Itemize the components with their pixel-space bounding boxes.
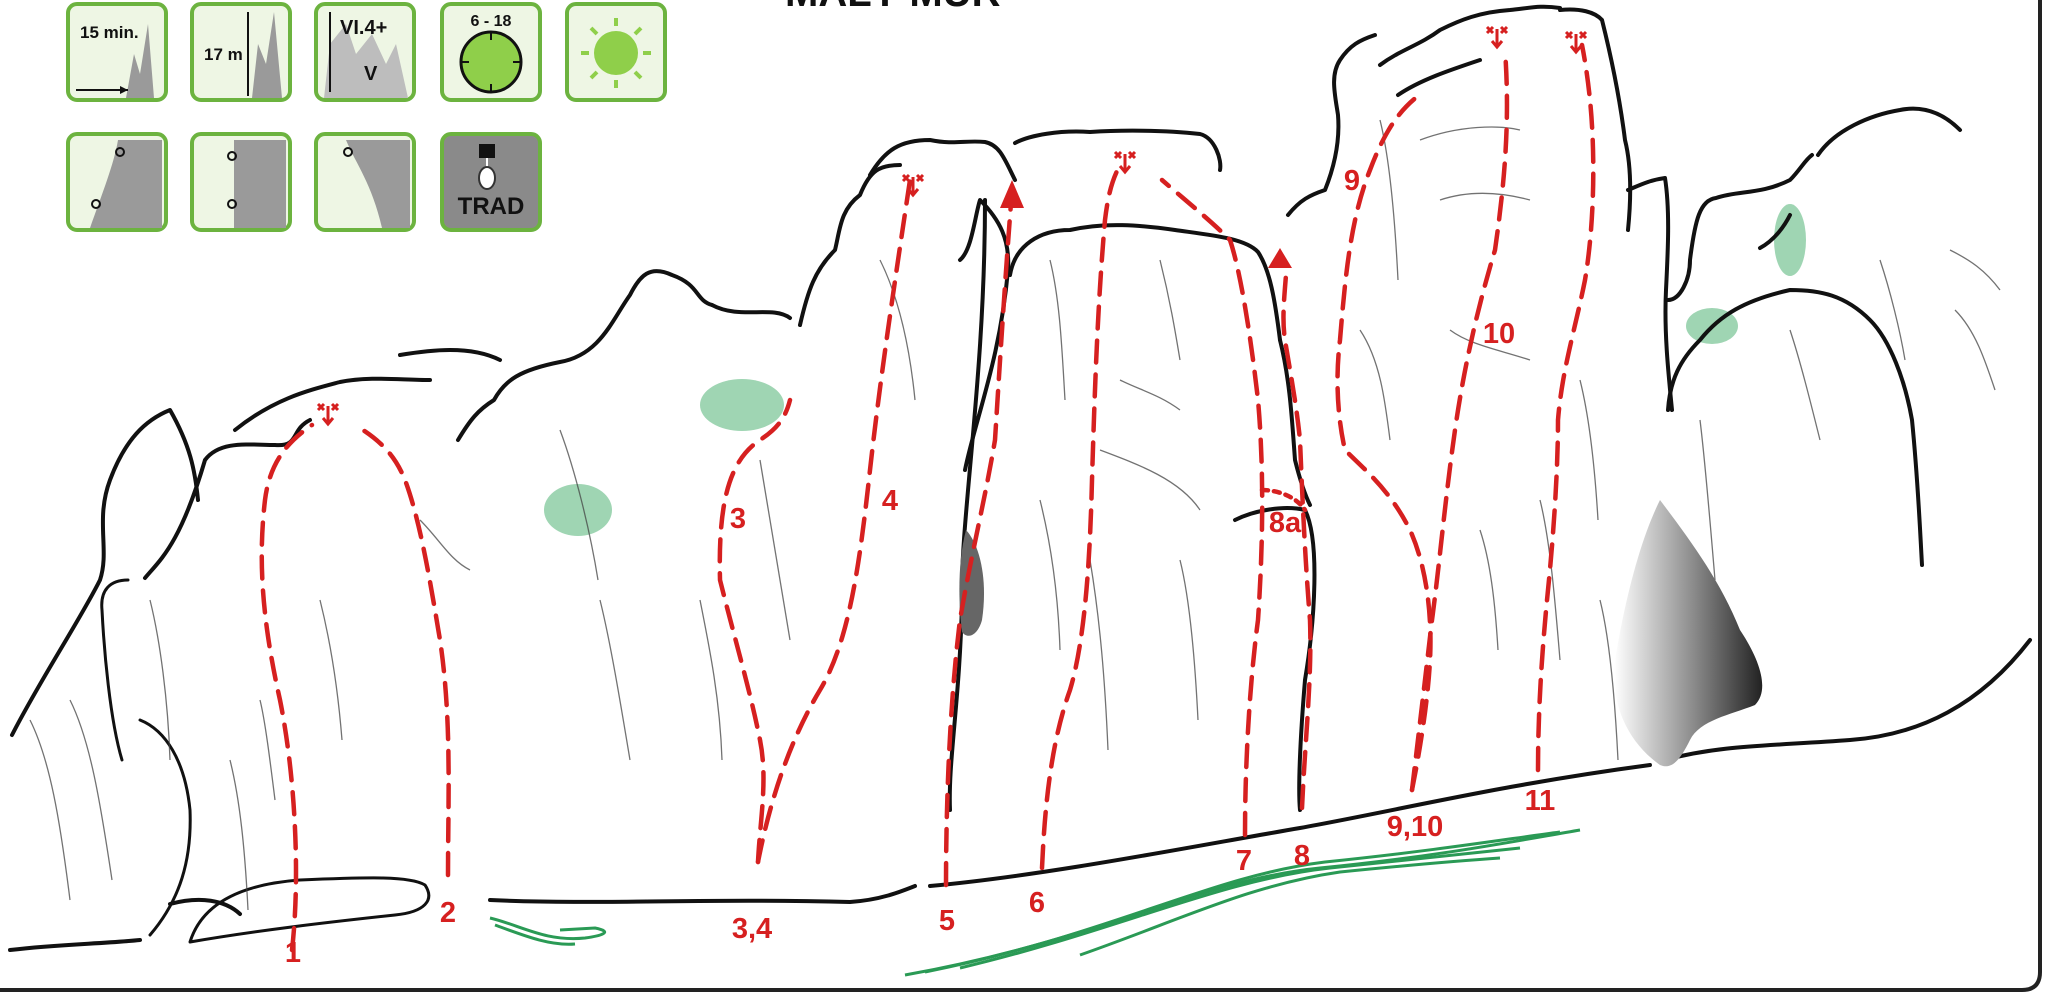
route-label-3-4: 3,4 (732, 913, 772, 945)
rock-texture (30, 120, 2000, 910)
route-label-7: 7 (1236, 845, 1252, 877)
topout-arrow-icon (1000, 180, 1024, 208)
ground-line (490, 886, 915, 902)
route-label-8a: 8a (1269, 507, 1302, 539)
rock-outlines (10, 7, 2030, 950)
route-2-line (355, 425, 449, 875)
topout-arrow-icon (1268, 248, 1292, 268)
route-label-2: 2 (440, 897, 456, 929)
anchor-icon (1115, 152, 1135, 172)
right-tower-crest (1398, 60, 1480, 95)
overhang-profile-icon (68, 134, 166, 230)
crag-title: MALÝ MŮR (785, 0, 1001, 15)
route-label-1: 1 (285, 937, 301, 969)
ridge-outline-2 (712, 305, 790, 318)
route-label-10: 10 (1483, 318, 1515, 350)
far-right-pillar-2 (1818, 109, 1960, 155)
approach-time-text: 15 min. (80, 23, 139, 42)
route-8-line (1283, 275, 1310, 808)
route-10-line (1412, 50, 1507, 790)
route-label-3: 3 (730, 503, 746, 535)
route-label-9: 9 (1344, 165, 1360, 197)
clock-hours-text: 6 - 18 (471, 13, 512, 30)
route-1-line (262, 425, 312, 950)
far-right-block (1668, 290, 1922, 565)
left-tower-outline (145, 420, 310, 578)
route-label-8: 8 (1294, 840, 1310, 872)
vegetation-patch (544, 204, 1806, 536)
left-bulge (102, 580, 128, 760)
main-block-top (1015, 131, 1220, 170)
right-tower-top (1380, 7, 1560, 65)
trad-protection-icon: TRAD (442, 134, 540, 230)
route-4-line (758, 180, 910, 862)
clock-icon: 6 - 18 (442, 4, 540, 100)
wall-height-text: 17 m (204, 45, 243, 64)
route-6-line (1042, 165, 1120, 868)
route-labels: 1 2 3,4 3 4 5 6 7 8 8a 9,10 9 10 11 (285, 165, 1555, 969)
left-tower-top-2 (400, 350, 500, 360)
slab-profile-icon (316, 134, 414, 230)
route-label-4: 4 (882, 485, 898, 517)
topout-arrows (1000, 180, 1292, 268)
tower-right-crack (1280, 340, 1310, 505)
grade-min-text: V (364, 63, 378, 85)
route-9-line (1338, 96, 1431, 790)
route-7-line (1162, 180, 1262, 835)
ridge-outline (458, 271, 712, 440)
vegetation (490, 204, 1806, 975)
route-11-line (1538, 45, 1593, 770)
route-label-6: 6 (1029, 887, 1045, 919)
route-label-11: 11 (1525, 785, 1556, 817)
sun-exposure-icon (567, 4, 665, 100)
anchor-icon (1487, 27, 1507, 47)
info-icons: 15 min. 17 m VI.4+ V 6 - 18 (68, 4, 665, 230)
left-pillar (12, 410, 198, 735)
route-5-line (946, 190, 1012, 885)
right-tower-right-edge (1628, 178, 1672, 410)
ground-line (10, 940, 140, 950)
grade-range-icon: VI.4+ V (316, 4, 414, 100)
grade-max-text: VI.4+ (340, 17, 387, 39)
boulder (190, 878, 429, 942)
route-label-9-10: 9,10 (1387, 811, 1443, 843)
route-label-5: 5 (939, 905, 955, 937)
central-tower-left (800, 165, 900, 325)
approach-time-icon: 15 min. (68, 4, 166, 100)
right-tower-top-2 (1560, 9, 1630, 230)
wall-height-icon: 17 m (192, 4, 290, 100)
trad-text: TRAD (458, 193, 525, 220)
route-3-line (720, 400, 790, 862)
central-tower-top (870, 140, 1015, 180)
main-block-left-edge (950, 200, 985, 810)
ground-line (170, 900, 240, 914)
anchor-icon (318, 404, 338, 424)
vertical-profile-icon (192, 134, 290, 230)
